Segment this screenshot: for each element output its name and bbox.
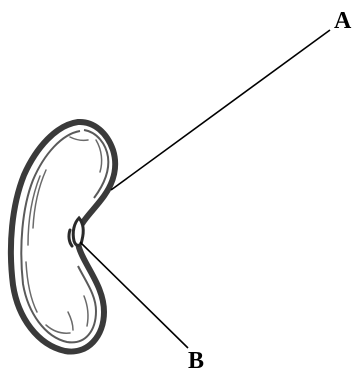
label-b: B [188, 348, 204, 374]
leader-line-a [111, 30, 330, 190]
seed-coat-outline [11, 122, 115, 352]
label-a: A [334, 8, 352, 34]
hilum [73, 218, 83, 245]
bean-seed [11, 122, 115, 352]
